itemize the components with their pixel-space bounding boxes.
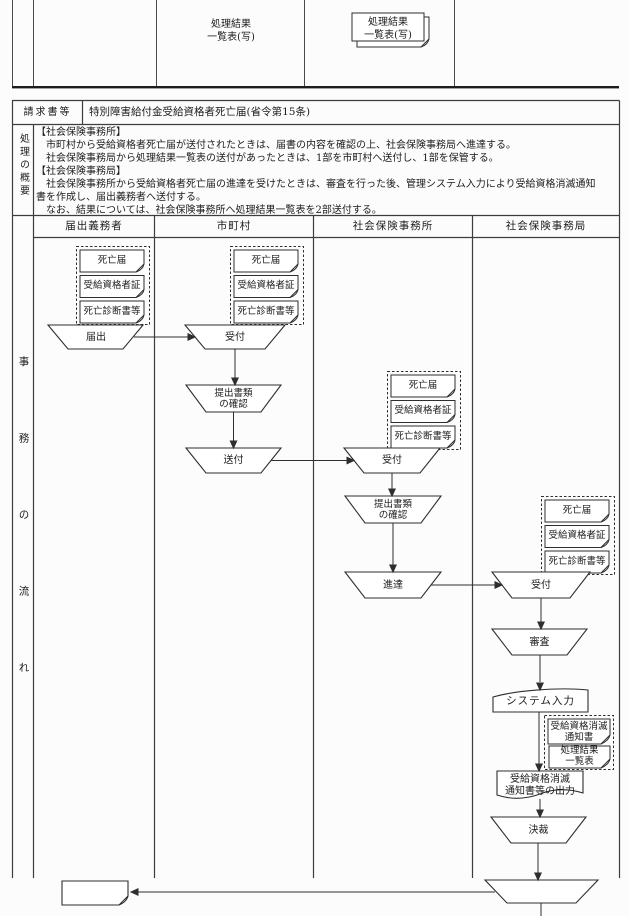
step-forward-label: 進達 bbox=[383, 579, 403, 591]
step-approve-label: 決裁 bbox=[528, 824, 549, 836]
doc-label-death-certificate: 死亡診断書等 bbox=[548, 556, 606, 567]
doc-label-death-notice: 死亡届 bbox=[251, 255, 281, 266]
step-final-shape bbox=[483, 879, 600, 904]
step-receive-bureau-shape bbox=[490, 571, 592, 599]
result-list-copy-document-shape bbox=[351, 12, 430, 48]
doc-label-death-certificate: 死亡診断書等 bbox=[237, 306, 295, 317]
doc-label-death-certificate: 死亡診断書等 bbox=[394, 431, 452, 442]
step-receive-office-shape bbox=[342, 447, 442, 474]
step-approve-shape bbox=[489, 816, 588, 844]
step-forward-shape bbox=[343, 571, 443, 599]
doc-group-bureau bbox=[541, 496, 615, 575]
output-doc-result-list-label: 処理結果 一覧表 bbox=[560, 745, 599, 767]
result-list-copy-text: 処理結果 一覧表(写) bbox=[207, 19, 255, 43]
step-check-city-label: 提出書類 の確認 bbox=[214, 387, 253, 410]
flow-arrows bbox=[129, 333, 545, 916]
doc-label-death-notice: 死亡届 bbox=[97, 255, 127, 266]
output-doc-group bbox=[544, 715, 614, 770]
step-notify-label: 届出 bbox=[86, 331, 106, 343]
request-doc-label: 請求書等 bbox=[23, 107, 72, 118]
main-table-grid bbox=[11, 99, 621, 878]
doc-label-death-notice: 死亡届 bbox=[562, 505, 592, 516]
step-system-input-shape bbox=[492, 688, 589, 713]
summary-text: 【社会保険事務所】 市町村から受給資格者死亡届が送付されたときは、届書の内容を確… bbox=[36, 127, 596, 216]
doc-label-death-certificate: 死亡診断書等 bbox=[83, 306, 141, 317]
notice-to-notifier-document-shape bbox=[61, 880, 129, 906]
step-check-office-label: 提出書類 の確認 bbox=[373, 498, 412, 521]
doc-label-death-notice: 死亡届 bbox=[408, 380, 438, 391]
step-shapes bbox=[46, 324, 600, 904]
doc-group-municipality bbox=[230, 246, 304, 325]
doc-label-beneficiary-cert: 受給資格者証 bbox=[394, 405, 452, 416]
output-document-shape bbox=[496, 770, 584, 799]
output-doc-notice-label: 受給資格消滅 通知書 bbox=[550, 720, 608, 743]
step-examine-label: 審査 bbox=[529, 636, 550, 648]
doc-group-office bbox=[387, 371, 461, 450]
step-send-shape bbox=[184, 447, 283, 474]
step-check-office-shape bbox=[343, 495, 443, 524]
lane-header-insurance-bureau: 社会保険事務局 bbox=[505, 220, 587, 232]
lane-header-municipality: 市町村 bbox=[216, 220, 252, 232]
step-check-city-shape bbox=[184, 384, 283, 413]
result-list-copy-doc-label: 処理結果 一覧表(写) bbox=[364, 16, 412, 41]
doc-label-beneficiary-cert: 受給資格者証 bbox=[237, 280, 295, 291]
step-receive-office-label: 受付 bbox=[382, 455, 402, 466]
step-receive-bureau-label: 受付 bbox=[531, 579, 551, 591]
step-output-label: 受給資格消滅 通知書等の出力 bbox=[505, 774, 575, 797]
lane-header-notifier: 届出義務者 bbox=[65, 220, 123, 232]
doc-label-beneficiary-cert: 受給資格者証 bbox=[83, 280, 141, 291]
step-notify-shape bbox=[46, 324, 145, 350]
lane-header-insurance-office: 社会保険事務所 bbox=[352, 220, 434, 232]
flow-heading-vertical: 事務の流れ bbox=[17, 356, 30, 739]
step-receive-city-shape bbox=[183, 324, 287, 350]
step-examine-shape bbox=[490, 628, 589, 656]
doc-label-beneficiary-cert: 受給資格者証 bbox=[548, 530, 606, 541]
doc-group-notifier bbox=[76, 246, 150, 325]
top-table-grid bbox=[12, 0, 455, 86]
summary-heading-vertical: 処理の概要 bbox=[17, 133, 29, 198]
top-table-bottom-border bbox=[12, 86, 619, 89]
step-receive-city-label: 受付 bbox=[225, 331, 245, 343]
request-doc-value: 特別障害給付金受給資格者死亡届(省令第15条) bbox=[89, 106, 311, 118]
step-system-input-label: システム入力 bbox=[506, 694, 575, 707]
step-send-label: 送付 bbox=[223, 455, 244, 466]
